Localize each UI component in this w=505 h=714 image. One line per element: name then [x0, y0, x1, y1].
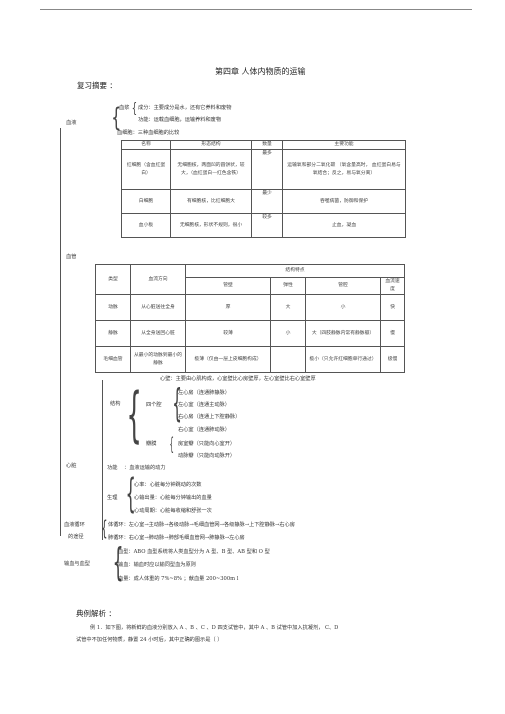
example-heading: 典例解析 ：: [76, 609, 116, 618]
table-header: 名称: [121, 140, 171, 150]
blood-brace: {: [111, 103, 122, 133]
table-cell: 静脉: [95, 320, 131, 347]
table-header: 类型: [95, 264, 131, 295]
table-cell: 从全身送回心脏: [130, 320, 186, 347]
blood-volume-line: 血量：成人体重的 7%~8% ；献血量 200~300m l: [118, 576, 239, 582]
heart-vertical-rule: [102, 380, 103, 540]
transfusion-rule-line: 输血：输血时应以输同型血为原则: [118, 562, 196, 568]
table-cell: 红细胞（含血红蛋白）: [121, 149, 171, 190]
table-header: 血流速度: [380, 277, 405, 295]
table-cell: 大（四肢静脉内常有静脉瓣）: [305, 320, 381, 347]
table-cell: 毛细血管: [95, 346, 131, 373]
circulation-brace: {: [101, 516, 108, 540]
chambers-label: 四个腔: [146, 402, 162, 408]
table-cell: 小: [270, 320, 306, 347]
table-cell: [270, 346, 306, 373]
table-cell: 极薄（仅由一层上皮细胞构成）: [185, 346, 271, 373]
chamber-item: 右心房（连通上下腔静脉）: [178, 414, 241, 420]
chambers-brace: {: [172, 381, 182, 425]
table-cell: 快: [380, 294, 405, 321]
physiology-item: 心率：心脏每分钟跳动的次数: [134, 482, 202, 488]
physiology-label: 生理: [107, 495, 118, 501]
blood-label: 血液: [66, 120, 77, 126]
table-cell: 极小（只允许红细胞单行通过）: [305, 346, 381, 373]
heart-wall-line: 心壁：主要由心肌构成，心室壁比心房壁厚，左心室壁比右心室壁厚: [160, 376, 316, 382]
example-line-1: 例 1．如下图，将新鲜的血液分别放入 A 、B 、C 、D 四支试管中，其中 A…: [90, 625, 339, 631]
table-cell: 动脉: [95, 294, 131, 321]
table-cell: 无细胞核，两面凹的圆饼状，较大，（血红蛋白—红色含铁）: [170, 149, 252, 190]
table-cell: 从心脏送往全身: [130, 294, 186, 321]
circulation-label-2: 的途径: [68, 534, 84, 540]
chamber-item: 左心房（连通肺静脉）: [178, 390, 230, 396]
plasma-function: 功能：运载血细胞，运输养料和废物: [138, 117, 222, 123]
table-header: 结构特点: [185, 264, 405, 278]
review-heading: 复习摘要 ：: [77, 81, 117, 90]
table-header: 弹性: [270, 277, 306, 295]
plasma-composition: 成分：主要成分是水，还有它养料和废物: [138, 105, 232, 111]
table-cell: 从最小的动脉到最小的静脉: [130, 346, 186, 373]
chamber-item: 右心室（连通肺动脉）: [178, 427, 230, 433]
structure-label: 结构: [110, 401, 121, 407]
function-label: 功能: [107, 465, 118, 471]
valve-item: 动脉瓣（只能向动脉开）: [178, 453, 236, 459]
plasma-label: 血浆: [119, 105, 130, 111]
table-cell: 最少: [251, 189, 283, 214]
transfusion-label: 输血与血型: [64, 561, 90, 567]
table-header: 主要功能: [282, 140, 406, 150]
example-line-2: 试管中不加任何物质，静置 24 小时后，其中正确的图示是（ ）: [76, 637, 223, 643]
table-cell: 较薄: [185, 320, 271, 347]
blood-cells-table: 名称 形态结构 数量 主要功能 红细胞（含血红蛋白） 无细胞核，两面凹的圆饼状，…: [121, 140, 406, 238]
circulation-label-1: 血液循环: [64, 522, 85, 528]
systemic-circulation: 体循环：左心室→主动脉→各级动脉→毛细血管网→各级静脉→上下腔静脉→右心房: [108, 522, 295, 528]
table-header: 血流方向: [130, 264, 186, 295]
table-cell: 吞噬病菌，防御和保护: [282, 189, 406, 214]
function-text: ：血液运输的动力: [124, 465, 166, 471]
valves-label: 瓣膜: [146, 441, 157, 447]
valve-item: 房室瓣（只能向心室开）: [178, 441, 236, 447]
chamber-item: 左心室（连通主动脉）: [178, 402, 230, 408]
table-cell: 厚: [185, 294, 271, 321]
physiology-item: 心动周期：心脏每收缩和舒张一次: [134, 508, 212, 514]
table-cell: 慢: [380, 320, 405, 347]
table-cell: 运输氧和部分二氧化碳 （氧含量高时， 血红蛋白易与氧结合；反之，易与氧分离）: [282, 149, 406, 190]
valves-brace: {: [169, 434, 175, 455]
table-cell: 最多: [251, 149, 283, 190]
blood-type-line: 血型：ABO 血型系统将人类血型分为 A 型、B 型、AB 型和 O 型: [118, 549, 270, 555]
pulmonary-circulation: 肺循环：右心室→肺动脉→肺部毛细血管网→肺静脉→左心房: [108, 535, 245, 541]
table-header: 管腔: [305, 277, 381, 295]
vessels-label: 血管: [66, 254, 77, 260]
vessels-table: 类型 血流方向 结构特点 管壁 弹性 管腔 血流速度 动脉 从心脏送往全身 厚 …: [95, 264, 405, 373]
outline-vertical-rule: [60, 128, 61, 536]
table-header: 管壁: [185, 277, 271, 295]
plasma-brace: {: [131, 101, 138, 117]
physiology-brace: {: [125, 471, 136, 517]
physiology-item: 心输出量：心脏每分钟输出的血量: [134, 495, 212, 501]
table-header: 形态结构: [170, 140, 252, 150]
page-title: 第四章 人体内物质的运输: [215, 67, 306, 76]
table-cell: 白细胞: [121, 189, 171, 214]
table-cell: 有细胞核，比红细胞大: [170, 189, 252, 214]
table-cell: 小: [305, 294, 381, 321]
table-cell: 较多: [251, 213, 283, 238]
table-cell: 无细胞核，形状不规则，很小: [170, 213, 252, 238]
table-cell: 血小板: [121, 213, 171, 238]
table-cell: 止血，凝血: [282, 213, 406, 238]
heart-label: 心脏: [66, 463, 77, 469]
transfusion-brace: {: [112, 540, 124, 584]
header-rule: [40, 9, 472, 10]
table-cell: 极慢: [380, 346, 405, 373]
blood-cells-line: 血细胞：三种血细胞的比较: [117, 130, 180, 136]
table-header: 数量: [251, 140, 283, 150]
table-cell: 大: [270, 294, 306, 321]
structure-brace: {: [126, 380, 142, 450]
